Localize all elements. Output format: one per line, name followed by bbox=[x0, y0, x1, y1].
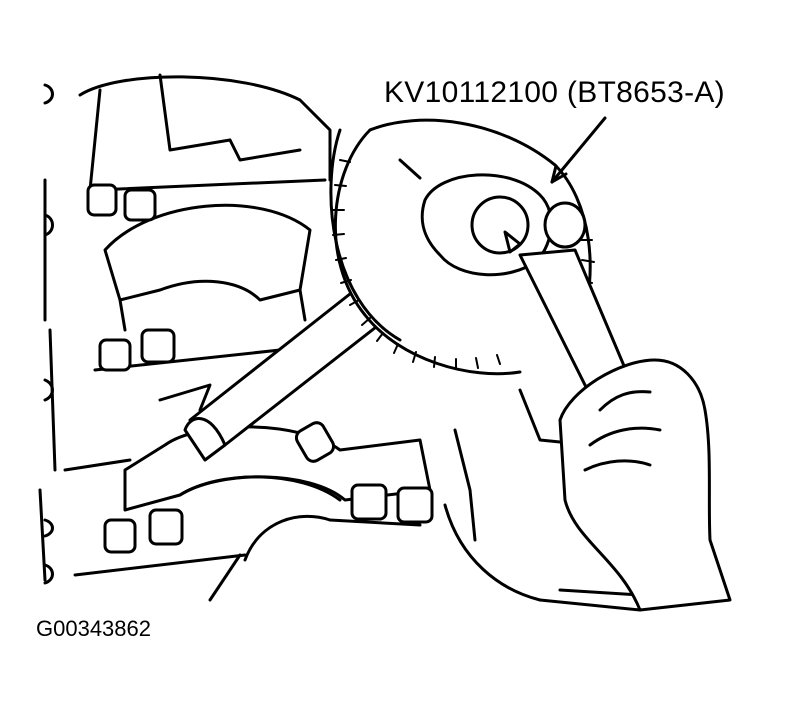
figure-id: G00343862 bbox=[36, 616, 151, 641]
callout-leader-arrow bbox=[550, 116, 607, 184]
tool-number-label: KV10112100 (BT8653-A) bbox=[384, 76, 725, 109]
wrench-handle bbox=[183, 288, 387, 463]
cap-bolts bbox=[86, 183, 434, 554]
hand bbox=[558, 358, 732, 612]
main-bearing-cap-upper bbox=[103, 203, 312, 332]
engine-block bbox=[38, 73, 642, 612]
ratchet-head bbox=[420, 173, 587, 277]
angle-gauge-dial bbox=[329, 118, 595, 376]
